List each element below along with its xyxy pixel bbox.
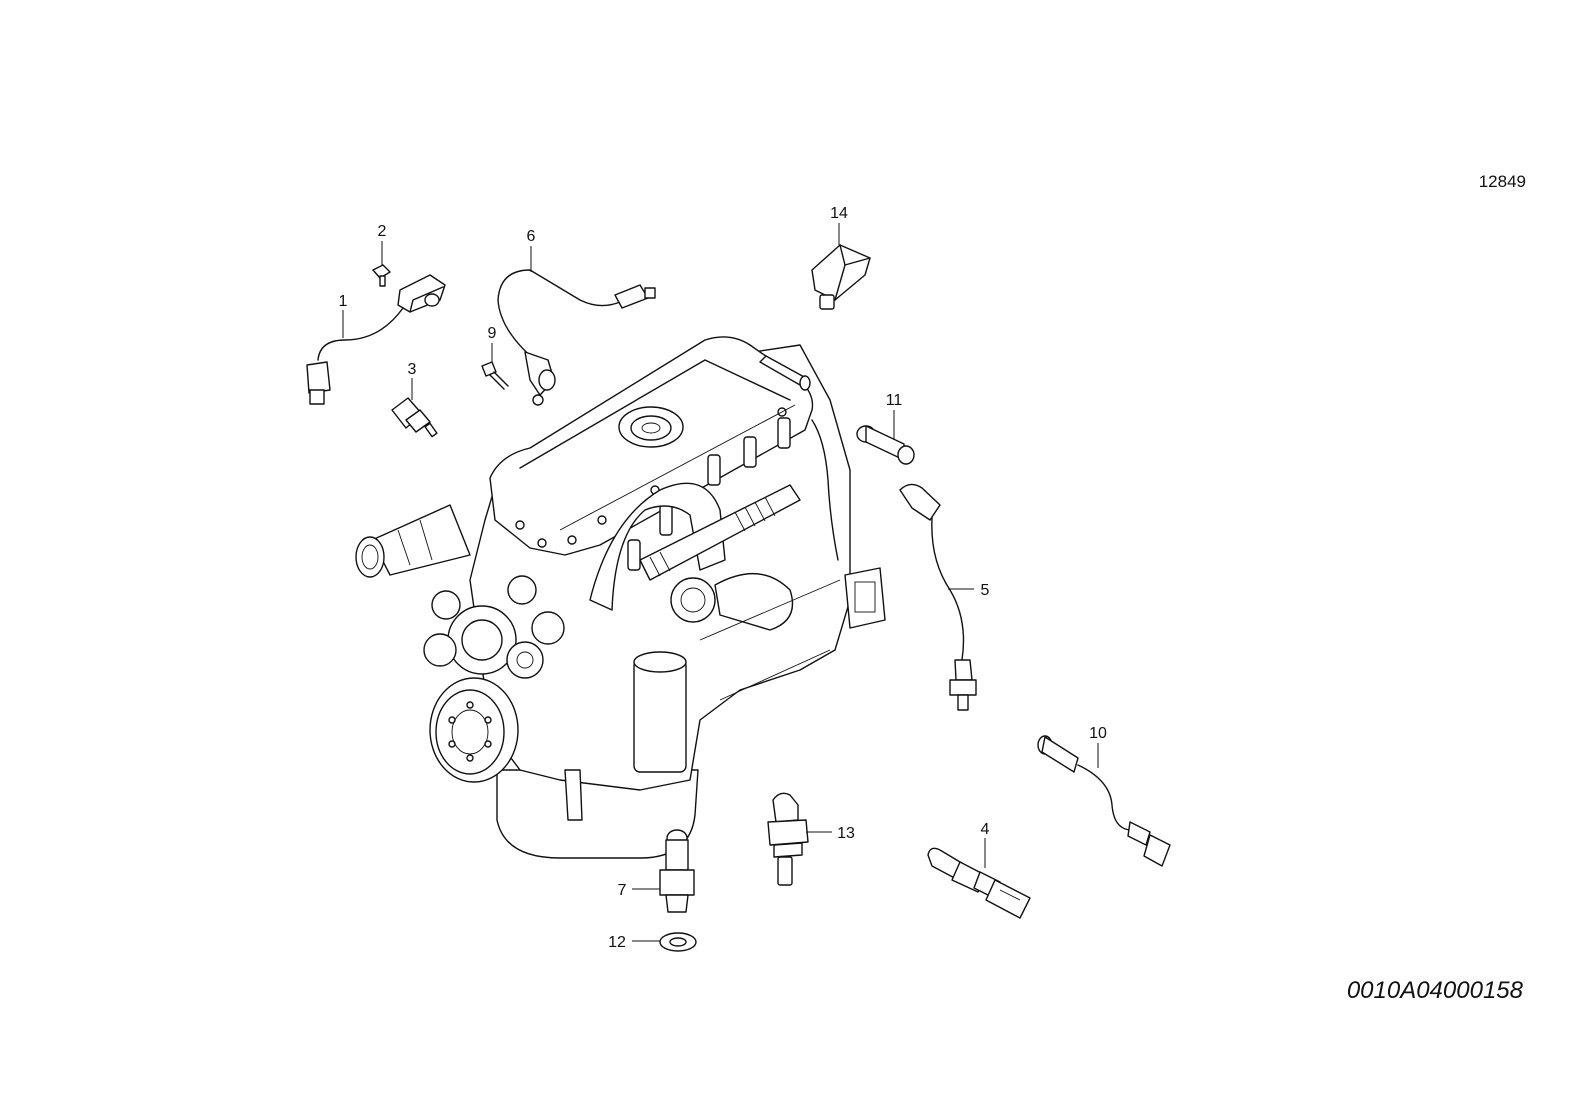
callout-6: 6 xyxy=(527,228,536,272)
part-label: 1 xyxy=(339,293,348,310)
part-7-pressure-sensor xyxy=(659,829,695,913)
part-4-temp-sensor xyxy=(927,847,1031,919)
part-14-pressure-sensor xyxy=(811,244,871,310)
callout-13: 13 xyxy=(806,825,855,842)
part-label: 14 xyxy=(830,205,848,222)
callout-9: 9 xyxy=(488,325,497,362)
part-13-temp-sensor xyxy=(767,792,809,886)
callout-4: 4 xyxy=(981,821,990,868)
part-label: 6 xyxy=(527,228,536,245)
callout-5: 5 xyxy=(948,582,990,599)
callout-7: 7 xyxy=(618,882,660,899)
part-5-cable-sensor xyxy=(899,483,977,711)
part-label: 2 xyxy=(378,223,387,240)
reference-code: 0010A04000158 xyxy=(1347,977,1524,1004)
part-3-temp-sensor xyxy=(391,397,438,438)
part-label: 10 xyxy=(1089,725,1107,742)
part-10-cable-sensor xyxy=(1037,735,1171,867)
engine-assembly xyxy=(355,336,886,859)
part-12-washer xyxy=(659,932,697,952)
part-11-sender xyxy=(856,425,915,465)
part-label: 5 xyxy=(981,582,990,599)
part-label: 12 xyxy=(608,934,626,951)
part-label: 3 xyxy=(408,361,417,378)
part-label: 9 xyxy=(488,325,497,342)
part-1-speed-sensor xyxy=(306,274,446,405)
part-label: 7 xyxy=(618,882,627,899)
callout-14: 14 xyxy=(830,205,848,245)
part-6-cable-sensor xyxy=(497,269,656,406)
callout-1: 1 xyxy=(339,293,348,338)
part-2-screw xyxy=(372,264,391,287)
callout-11: 11 xyxy=(886,392,903,440)
callout-3: 3 xyxy=(408,361,417,400)
part-label: 4 xyxy=(981,821,990,838)
callout-10: 10 xyxy=(1089,725,1107,768)
part-label: 13 xyxy=(837,825,855,842)
part-9-bolt xyxy=(481,361,509,390)
drawing-number: 12849 xyxy=(1479,172,1526,191)
part-label: 11 xyxy=(886,392,903,409)
callout-12: 12 xyxy=(608,934,660,951)
callout-2: 2 xyxy=(378,223,387,265)
